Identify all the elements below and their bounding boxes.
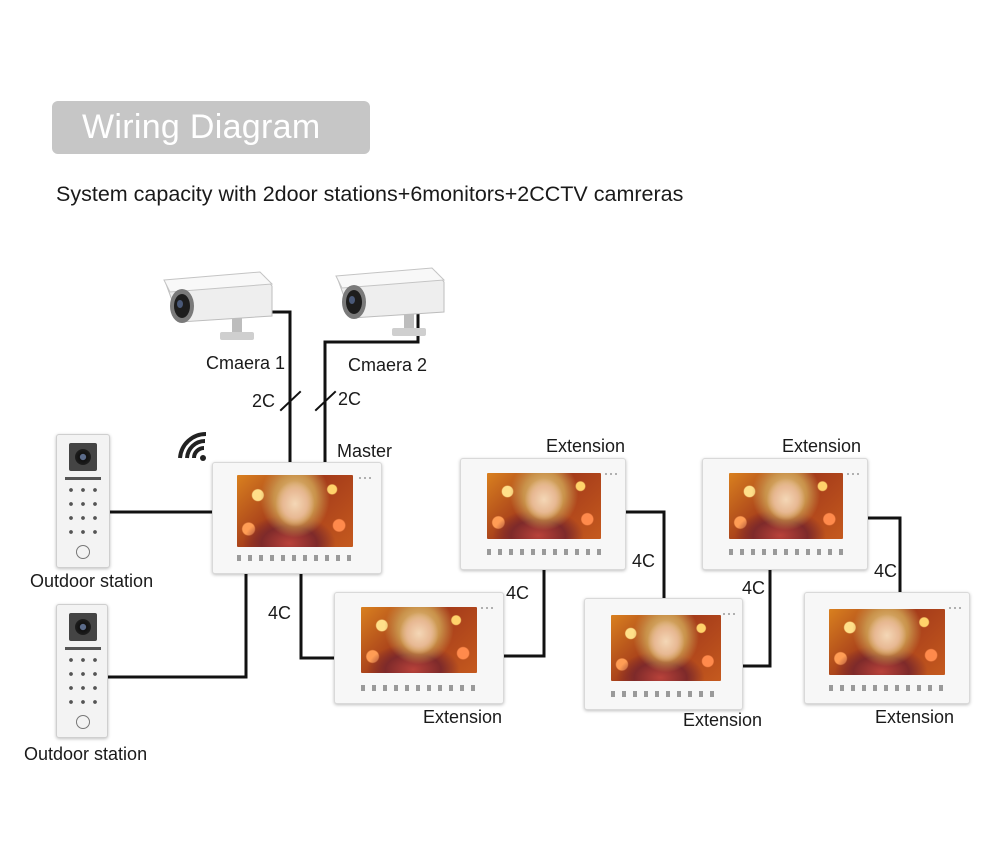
wire-tick-cam1 bbox=[279, 390, 302, 412]
page-title: Wiring Diagram bbox=[82, 108, 321, 146]
monitor-screen bbox=[829, 609, 945, 675]
outdoor-station-2 bbox=[56, 604, 108, 738]
ext-bottom-1-label: Extension bbox=[423, 707, 503, 727]
wifi-icon bbox=[178, 431, 207, 461]
outdoor-station-1-label: Outdoor station bbox=[30, 571, 154, 591]
camera-2-label: Cmaera 2 bbox=[348, 355, 428, 375]
wire-label-ext4-ext5: 4C bbox=[874, 561, 898, 581]
monitor-buttons bbox=[729, 549, 843, 555]
wire-label-ext3-ext4: 4C bbox=[742, 578, 766, 598]
keypad-icon bbox=[65, 483, 101, 541]
ext-bottom-3-label: Extension bbox=[875, 707, 955, 727]
wire-label-cam1: 2C bbox=[252, 391, 276, 411]
cctv-camera-2 bbox=[335, 267, 446, 336]
door-camera-icon bbox=[69, 443, 97, 471]
keypad-icon bbox=[65, 653, 101, 711]
monitor-screen bbox=[237, 475, 353, 547]
cctv-camera-1 bbox=[163, 271, 274, 340]
monitor-buttons bbox=[487, 549, 601, 555]
monitor-buttons bbox=[237, 555, 353, 561]
monitor-ext-top-1 bbox=[460, 458, 626, 570]
monitor-master bbox=[212, 462, 382, 574]
monitor-screen bbox=[361, 607, 477, 673]
wire-label-ext1-ext2: 4C bbox=[506, 583, 530, 603]
system-capacity-subtitle: System capacity with 2door stations+6mon… bbox=[56, 182, 684, 206]
ext-bottom-2-label: Extension bbox=[683, 710, 763, 730]
monitor-buttons bbox=[361, 685, 477, 691]
master-label: Master bbox=[337, 441, 393, 461]
page-title-badge: Wiring Diagram bbox=[52, 101, 370, 154]
monitor-screen bbox=[487, 473, 601, 539]
wire-outdoor-station-2 bbox=[102, 570, 248, 679]
wire-ext-t2-to-ext-b3 bbox=[864, 516, 902, 596]
bell-icon bbox=[76, 545, 90, 559]
bell-icon bbox=[76, 715, 90, 729]
wire-label-master-ext1: 4C bbox=[268, 603, 292, 623]
outdoor-station-1 bbox=[56, 434, 110, 568]
monitor-ext-bottom-3 bbox=[804, 592, 970, 704]
ext-top-1-label: Extension bbox=[546, 436, 626, 456]
wire-ext-t1-to-ext-b2 bbox=[622, 510, 666, 603]
wire-label-ext2-ext3: 4C bbox=[632, 551, 656, 571]
monitor-ext-top-2 bbox=[702, 458, 868, 570]
door-camera-icon bbox=[69, 613, 97, 641]
outdoor-station-2-label: Outdoor station bbox=[24, 744, 148, 764]
monitor-buttons bbox=[611, 691, 721, 697]
monitor-ext-bottom-1 bbox=[334, 592, 504, 704]
wire-tick-cam2 bbox=[314, 390, 337, 412]
wire-ext-b1-to-ext-t1 bbox=[500, 566, 546, 658]
wire-label-cam2: 2C bbox=[338, 389, 362, 409]
monitor-ext-bottom-2 bbox=[584, 598, 743, 710]
wire-ext-b2-to-ext-t2 bbox=[739, 566, 772, 668]
monitor-buttons bbox=[829, 685, 945, 691]
wire-master-to-ext-b1 bbox=[299, 570, 338, 660]
monitor-screen bbox=[729, 473, 843, 539]
ext-top-2-label: Extension bbox=[782, 436, 862, 456]
camera-1-label: Cmaera 1 bbox=[206, 353, 286, 373]
monitor-screen bbox=[611, 615, 721, 681]
